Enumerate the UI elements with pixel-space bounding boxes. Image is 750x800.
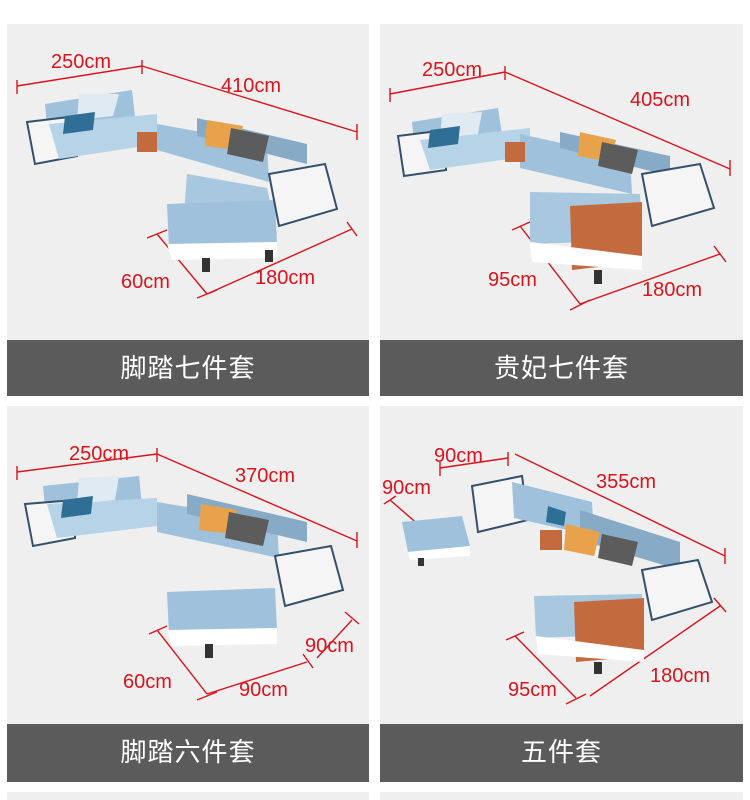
- dim-label-b: 410cm: [221, 75, 281, 97]
- dim-line-a: [16, 60, 143, 94]
- dim-line-d: [206, 653, 314, 695]
- dim-line-a: [439, 452, 509, 476]
- dim-label-d: 180cm: [255, 267, 315, 289]
- dim-line-a: [16, 448, 158, 480]
- dim-label-e: 90cm: [305, 635, 354, 657]
- dim-label-a: 90cm: [434, 445, 483, 467]
- dim-label-b: 370cm: [235, 465, 295, 487]
- dim-label-b: 355cm: [596, 471, 656, 493]
- next-card-strip: [380, 792, 743, 800]
- sofa-image: 250cm 405cm 95cm 180cm: [389, 59, 731, 311]
- dim-label-a: 250cm: [51, 51, 111, 73]
- dim-line-e: [589, 597, 727, 697]
- dim-label-c: 60cm: [123, 671, 172, 693]
- dim-line-d: [206, 221, 358, 295]
- dim-label-c: 95cm: [488, 269, 537, 291]
- dim-label-c: 90cm: [382, 477, 431, 499]
- dim-line-e: [316, 611, 360, 659]
- variant-caption: 贵妃七件套: [380, 340, 743, 396]
- dim-line-b: [514, 453, 726, 564]
- dim-line-d: [505, 631, 587, 705]
- variant-caption: 脚踏七件套: [7, 340, 369, 396]
- dim-line-b: [156, 453, 358, 548]
- next-card-strip: [7, 792, 369, 800]
- sofa-drawing: [23, 476, 345, 658]
- dim-line-b: [504, 71, 731, 176]
- variant-card-footstool-6pc[interactable]: 250cm 370cm 60cm 90cm 90cm 脚踏六件套: [7, 406, 369, 782]
- variant-card-5pc[interactable]: 90cm 355cm 90cm 95cm 180cm 五件套: [380, 406, 743, 782]
- dim-label-e: 180cm: [650, 665, 710, 687]
- sofa-image: 250cm 370cm 60cm 90cm 90cm: [16, 443, 360, 701]
- dim-line-b: [141, 65, 358, 140]
- sofa-drawing: [396, 108, 716, 284]
- dim-line-c: [148, 625, 218, 701]
- sofa-image: 250cm 410cm 60cm 180cm: [16, 51, 358, 299]
- sofa-drawing: [25, 90, 339, 272]
- dim-label-d: 180cm: [642, 279, 702, 301]
- sofa-drawing: [402, 474, 714, 674]
- dim-line-a: [389, 66, 506, 102]
- sofa-image: 90cm 355cm 90cm 95cm 180cm: [382, 445, 727, 705]
- dim-label-d: 90cm: [239, 679, 288, 701]
- dim-label-c: 60cm: [121, 271, 170, 293]
- dim-label-a: 250cm: [69, 443, 129, 465]
- variant-card-chaise-7pc[interactable]: 250cm 405cm 95cm 180cm 贵妃七件套: [380, 24, 743, 396]
- dim-label-a: 250cm: [422, 59, 482, 81]
- variant-caption: 脚踏六件套: [7, 724, 369, 782]
- variant-card-footstool-7pc[interactable]: 250cm 410cm 60cm 180cm 脚踏七件套: [7, 24, 369, 396]
- dim-line-d: [579, 245, 727, 305]
- variant-caption: 五件套: [380, 724, 743, 782]
- dim-label-b: 405cm: [630, 89, 690, 111]
- dim-label-d: 95cm: [508, 679, 557, 701]
